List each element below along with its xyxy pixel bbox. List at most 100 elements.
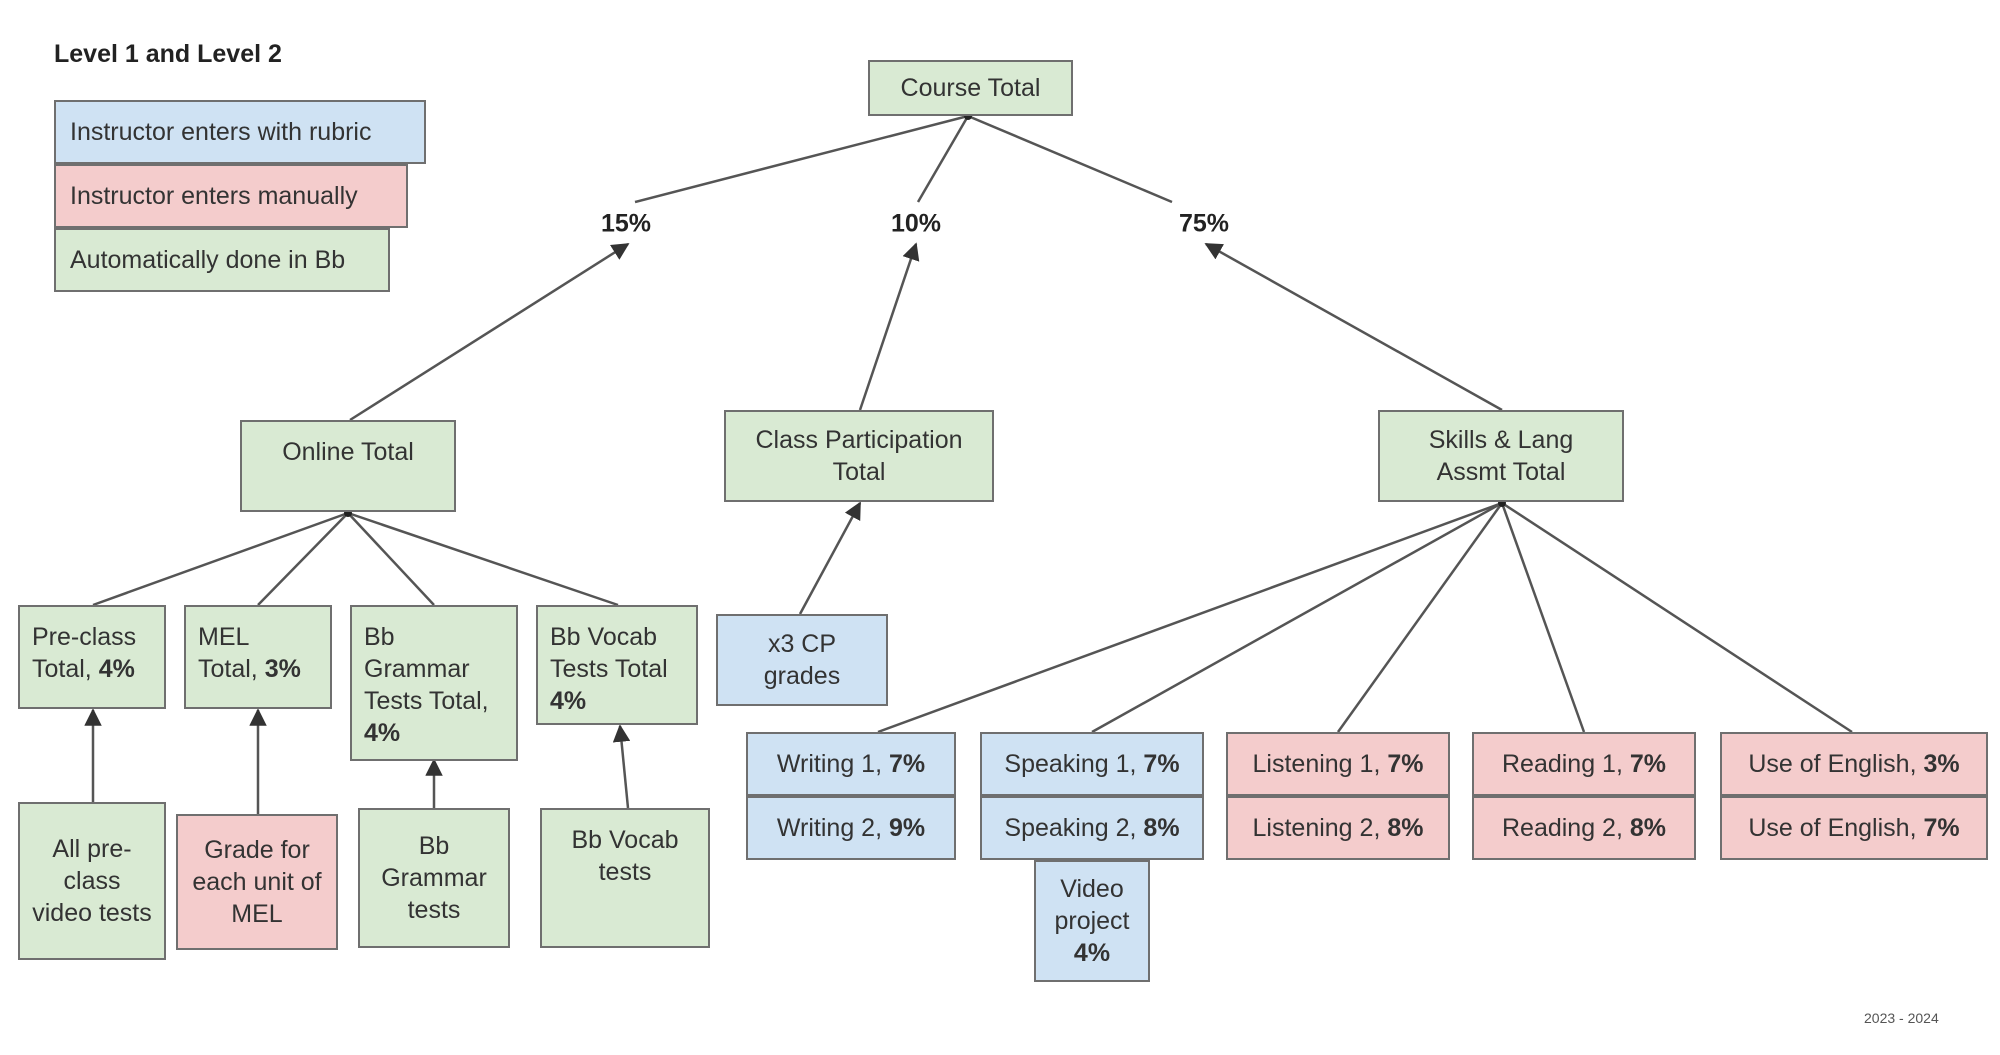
mel-total-text: MEL Total, 3% (198, 621, 308, 685)
edge-skills-english (1501, 501, 1853, 734)
online-total-label: Online Total (282, 438, 414, 466)
grammar-source-label: Bb Grammar tests (381, 832, 487, 924)
edge-course-10 (916, 115, 970, 203)
year-label: 2023 - 2024 (1864, 1010, 1939, 1026)
class-participation-total-node: Class Participation Total (724, 410, 994, 502)
speaking-1-node: Speaking 1, 7% (980, 732, 1204, 796)
skills-total-label: Skills & Lang Assmt Total (1428, 426, 1574, 486)
speaking-2-label: Speaking 2, (1004, 814, 1144, 842)
edge-skills-writing (877, 501, 1503, 734)
edge-course-75 (967, 114, 1173, 204)
edge-online-vocab (347, 511, 619, 607)
weight-online: 15% (600, 209, 652, 238)
listening-2-pct: 8% (1387, 814, 1424, 842)
use-of-english-2-label: Use of English, (1748, 814, 1924, 842)
preclass-source-label: All pre-class video tests (32, 835, 152, 927)
writing-2-node: Writing 2, 9% (746, 796, 956, 860)
use-of-english-1-pct: 3% (1923, 750, 1960, 778)
vocab-total-node: Bb Vocab Tests Total 4% (536, 605, 698, 725)
reading-2-text: Reading 2, 8% (1502, 812, 1666, 844)
course-total-node: Course Total (868, 60, 1073, 116)
listening-2-text: Listening 2, 8% (1253, 812, 1424, 844)
vocab-total-label: Bb Vocab Tests Total (550, 623, 668, 683)
use-of-english-2-node: Use of English, 7% (1720, 796, 1988, 860)
use-of-english-1-text: Use of English, 3% (1748, 748, 1959, 780)
cp-grades-node: x3 CP grades (716, 614, 888, 706)
speaking-2-text: Speaking 2, 8% (1004, 812, 1179, 844)
writing-1-text: Writing 1, 7% (777, 748, 925, 780)
video-project-text: Video project 4% (1047, 873, 1137, 969)
speaking-1-text: Speaking 1, 7% (1004, 748, 1179, 780)
listening-1-node: Listening 1, 7% (1226, 732, 1450, 796)
writing-2-text: Writing 2, 9% (777, 812, 925, 844)
edge-skills-listening (1336, 502, 1504, 733)
grammar-total-pct: 4% (364, 719, 401, 747)
mel-source-node: Grade for each unit of MEL (176, 814, 338, 950)
weight-participation: 10% (890, 209, 942, 238)
legend-rubric: Instructor enters with rubric (54, 100, 426, 164)
video-project-node: Video project 4% (1034, 860, 1150, 982)
writing-2-pct: 9% (888, 814, 926, 842)
preclass-total-pct: 4% (98, 655, 135, 683)
reading-1-text: Reading 1, 7% (1502, 748, 1666, 780)
edge-online-grammar (347, 512, 435, 606)
diagram-title: Level 1 and Level 2 (54, 40, 282, 68)
reading-1-label: Reading 1, (1501, 750, 1630, 778)
speaking-2-node: Speaking 2, 8% (980, 796, 1204, 860)
writing-1-label: Writing 1, (776, 750, 889, 778)
vocab-total-pct: 4% (550, 687, 587, 715)
legend-manual-label: Instructor enters manually (70, 182, 358, 210)
listening-2-node: Listening 2, 8% (1226, 796, 1450, 860)
edge-skills-reading (1500, 502, 1586, 733)
video-project-pct: 4% (1073, 939, 1111, 967)
use-of-english-2-pct: 7% (1923, 814, 1960, 842)
class-participation-total-label: Class Participation Total (755, 426, 963, 486)
reading-1-node: Reading 1, 7% (1472, 732, 1696, 796)
preclass-total-node: Pre-class Total, 4% (18, 605, 166, 709)
mel-source-label: Grade for each unit of MEL (192, 836, 322, 928)
use-of-english-1-node: Use of English, 3% (1720, 732, 1988, 796)
speaking-2-pct: 8% (1143, 814, 1180, 842)
vocab-source-label: Bb Vocab tests (571, 826, 679, 886)
grammar-total-text: Bb Grammar Tests Total, 4% (364, 621, 504, 749)
legend-auto: Automatically done in Bb (54, 228, 390, 292)
listening-1-text: Listening 1, 7% (1253, 748, 1424, 780)
cp-grades-label: x3 CP grades (763, 630, 841, 690)
preclass-total-text: Pre-class Total, 4% (32, 621, 152, 685)
writing-2-label: Writing 2, (776, 814, 889, 842)
listening-1-label: Listening 1, (1252, 750, 1388, 778)
speaking-1-label: Speaking 1, (1004, 750, 1144, 778)
edge-skills-speaking (1091, 501, 1503, 734)
writing-1-node: Writing 1, 7% (746, 732, 956, 796)
edge-course-15 (634, 114, 969, 204)
edge-online-preclass (92, 511, 349, 607)
edge-online-15 (349, 242, 630, 422)
edge-cp-grades (798, 501, 862, 615)
legend-auto-label: Automatically done in Bb (70, 246, 346, 274)
preclass-source-node: All pre-class video tests (18, 802, 166, 960)
edge-cp-10 (858, 242, 920, 411)
legend-manual: Instructor enters manually (54, 164, 408, 228)
speaking-1-pct: 7% (1143, 750, 1180, 778)
mel-total-node: MEL Total, 3% (184, 605, 332, 709)
vocab-source-node: Bb Vocab tests (540, 808, 710, 948)
grammar-source-node: Bb Grammar tests (358, 808, 510, 948)
edge-vocab-source (612, 724, 631, 809)
grammar-total-node: Bb Grammar Tests Total, 4% (350, 605, 518, 761)
writing-1-pct: 7% (888, 750, 926, 778)
online-total-node: Online Total (240, 420, 456, 512)
use-of-english-2-text: Use of English, 7% (1748, 812, 1959, 844)
reading-1-pct: 7% (1629, 750, 1666, 778)
reading-2-pct: 8% (1629, 814, 1666, 842)
mel-total-label: MEL Total, (198, 623, 265, 683)
reading-2-node: Reading 2, 8% (1472, 796, 1696, 860)
grammar-total-label: Bb Grammar Tests Total, (364, 623, 489, 715)
vocab-total-text: Bb Vocab Tests Total 4% (550, 621, 680, 717)
legend-rubric-label: Instructor enters with rubric (70, 118, 372, 146)
preclass-total-label: Pre-class Total, (32, 623, 137, 683)
weight-skills: 75% (1178, 209, 1230, 238)
mel-total-pct: 3% (264, 655, 301, 683)
reading-2-label: Reading 2, (1501, 814, 1630, 842)
